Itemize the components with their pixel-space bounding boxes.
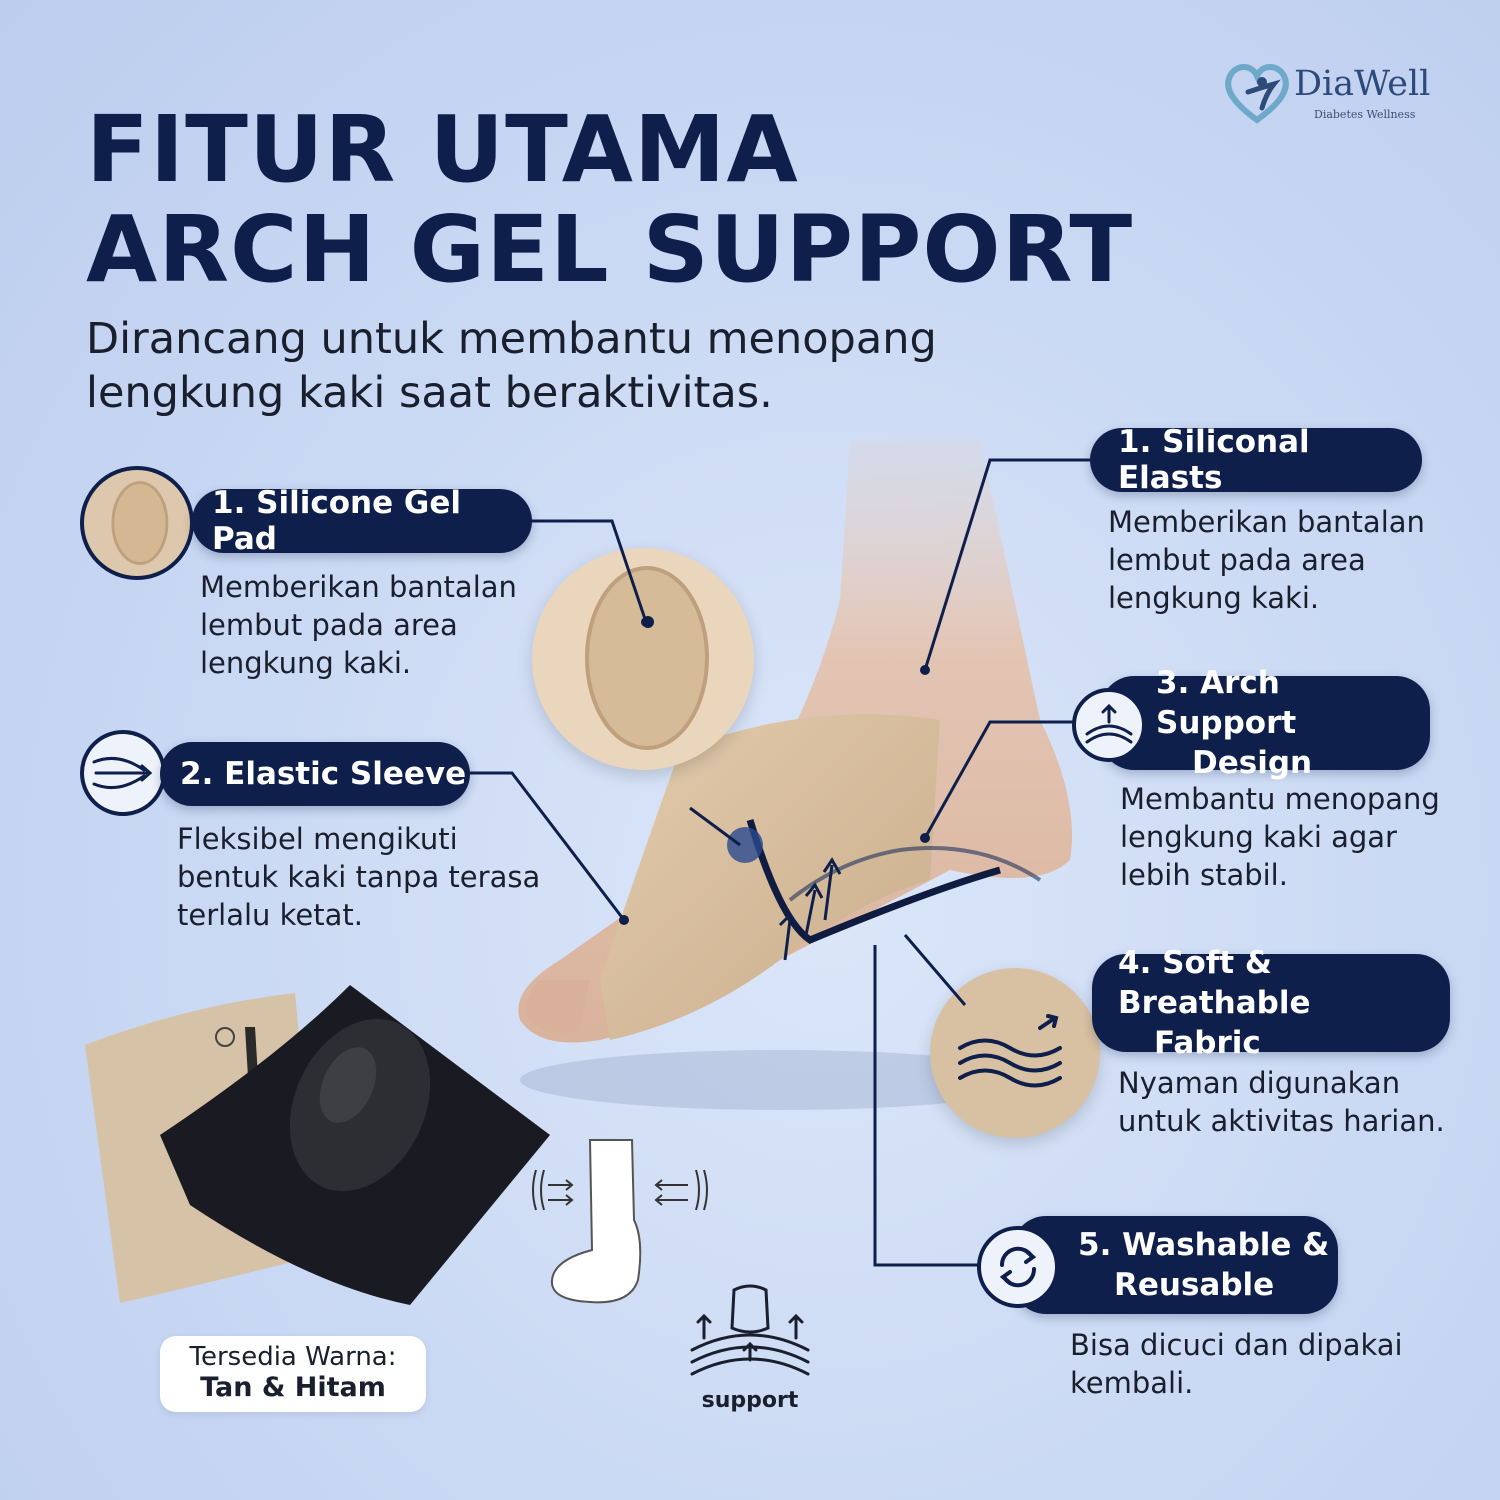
- feature-siliconal-elasts-label: 1. Siliconal Elasts: [1090, 424, 1422, 496]
- gel-pad-icon-circle: [80, 466, 194, 580]
- feature-soft-breathable-description: Nyaman digunakan untuk aktivitas harian.: [1118, 1066, 1445, 1138]
- support-icon-label: support: [701, 1388, 799, 1413]
- arch-support-label-line-2: Design: [1192, 745, 1313, 781]
- feature-washable-description: Bisa dicuci dan dipakai kembali.: [1070, 1328, 1403, 1400]
- refresh-icon: [999, 1246, 1037, 1288]
- washable-label-line-1: 5. Washable &: [1078, 1227, 1330, 1263]
- gel-pad-icon: [111, 481, 169, 565]
- arch-support-label-line-1: 3. Arch Support: [1156, 665, 1297, 741]
- airflow-icon: [958, 1014, 1062, 1088]
- brand-logo: DiaWell Diabetes Wellness: [1222, 58, 1452, 128]
- sock-compression-icon: [532, 1139, 708, 1304]
- available-colors-heading: Tersedia Warna:: [189, 1342, 397, 1372]
- available-colors-value: Tan & Hitam: [200, 1372, 386, 1403]
- feature-elastic-sleeve-label: 2. Elastic Sleeve: [160, 742, 470, 806]
- heart-logo-icon: [1225, 64, 1289, 124]
- page-subtitle: Dirancang untuk membantu menopang lengku…: [86, 314, 937, 418]
- brand-tagline: Diabetes Wellness: [1314, 108, 1416, 121]
- feature-siliconal-elasts-description: Memberikan bantalan lembut pada area len…: [1108, 505, 1425, 615]
- title-line-2: ARCH GEL SUPPORT: [86, 196, 1134, 303]
- arch-up-icon: [1085, 703, 1133, 744]
- feature-arch-support-label: 3. Arch Support Design: [1100, 665, 1430, 781]
- title-line-1: FITUR UTAMA: [86, 96, 799, 203]
- gel-pad-detail-icon: [585, 566, 709, 750]
- foot-support-icon: [690, 1284, 810, 1376]
- brand-name: DiaWell: [1294, 64, 1431, 104]
- product-sleeves-image: [85, 985, 550, 1305]
- feature-washable-label: 5. Washable & Reusable: [1012, 1216, 1338, 1314]
- arch-icon-circle: [1072, 688, 1146, 762]
- refresh-icon-circle: [977, 1226, 1059, 1308]
- feature-silicone-gel-pad-description: Memberikan bantalan lembut pada area len…: [200, 570, 517, 680]
- feature-soft-breathable-label: 4. Soft & Breathable Fabric: [1092, 945, 1450, 1061]
- washable-label-line-2: Reusable: [1114, 1267, 1275, 1303]
- feature-silicone-gel-pad-label: 1. Silicone Gel Pad: [192, 485, 532, 557]
- foot-product-illustration: [518, 440, 1072, 1110]
- stretch-arrows-icon: [92, 756, 153, 790]
- page-title: FITUR UTAMA ARCH GEL SUPPORT: [86, 100, 1133, 300]
- stretch-icon-circle: [80, 730, 166, 816]
- feature-arch-support-description: Membantu menopang lengkung kaki agar leb…: [1120, 782, 1440, 892]
- feature-elastic-sleeve-description: Fleksibel mengikuti bentuk kaki tanpa te…: [177, 822, 541, 932]
- soft-breathable-label-line-1: 4. Soft & Breathable: [1118, 945, 1311, 1021]
- soft-breathable-label-line-2: Fabric: [1154, 1025, 1261, 1061]
- available-colors-badge: Tersedia Warna: Tan & Hitam: [160, 1336, 426, 1412]
- gel-pad-zoom: [532, 548, 754, 770]
